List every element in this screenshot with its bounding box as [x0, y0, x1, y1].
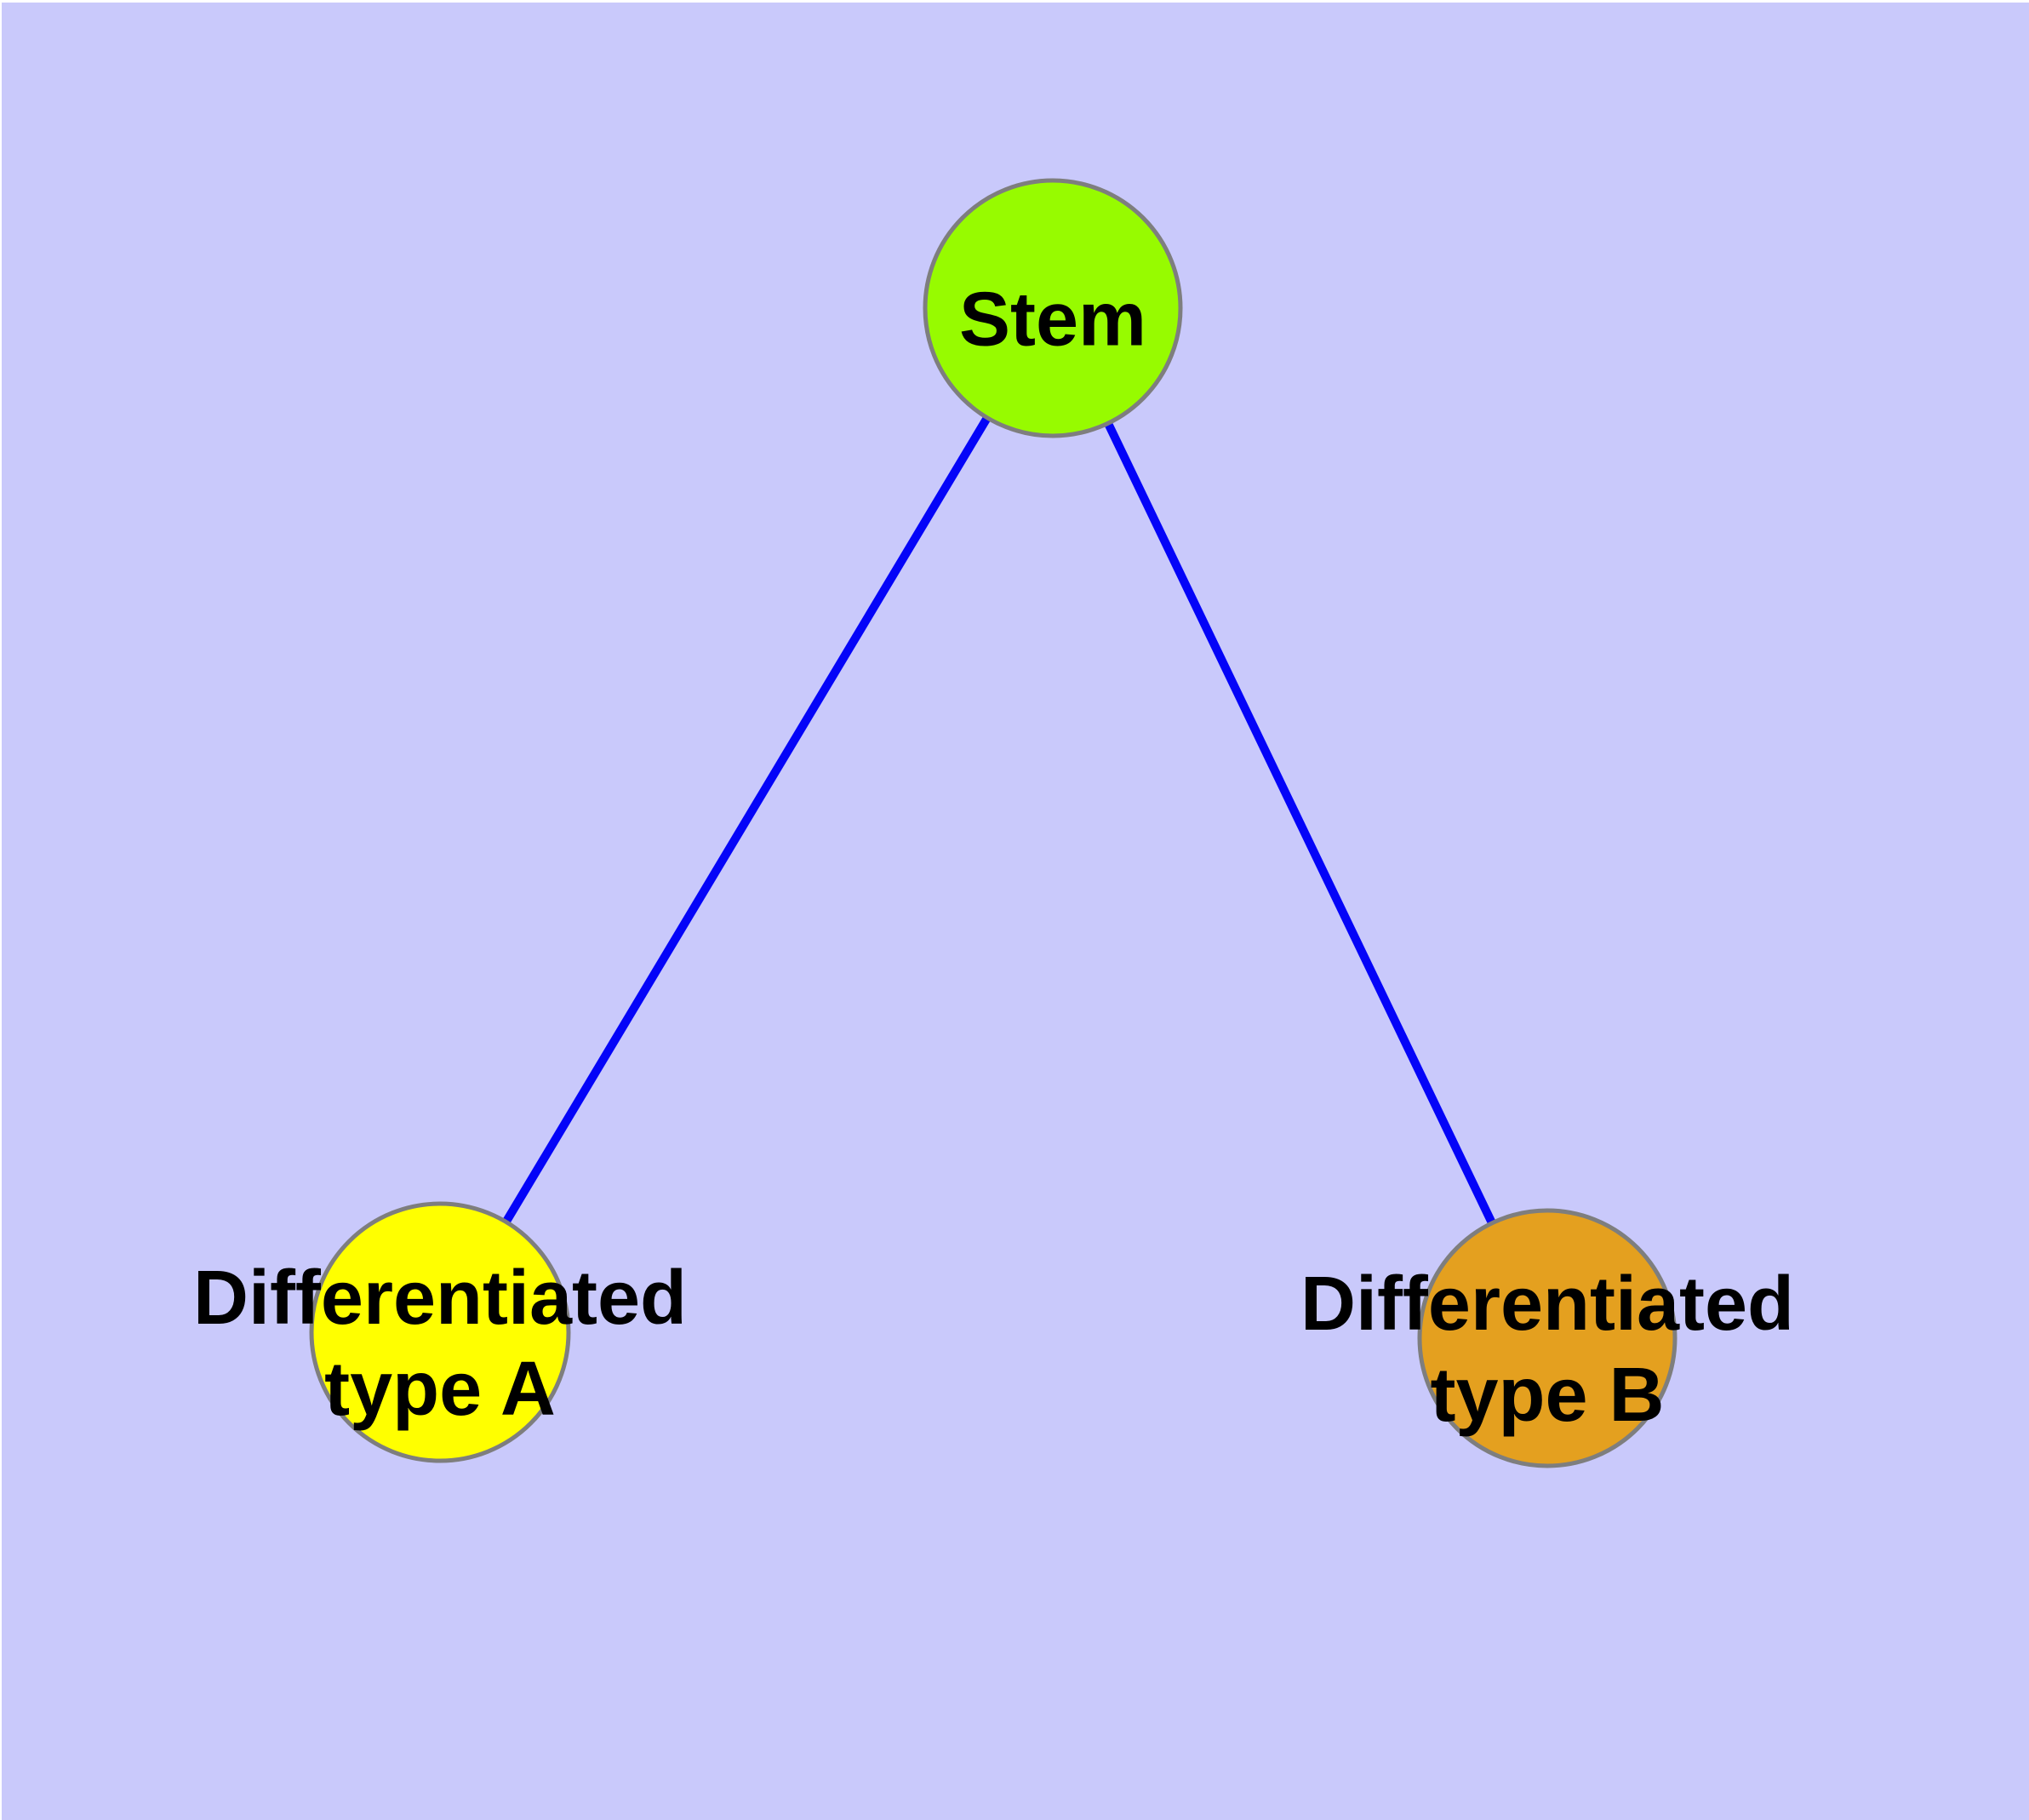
edges-layer: [436, 306, 1552, 1341]
stem-cell-node: Stem: [923, 178, 1183, 438]
differentiated-type-a-node-label-line-1: Differentiated: [193, 1256, 687, 1341]
differentiated-type-b-node-label-line-1: Differentiated: [1300, 1262, 1794, 1347]
stem-cell-node-label: Stem: [959, 278, 1146, 363]
differentiated-type-b-node-label-line-2: type B: [1430, 1353, 1664, 1438]
differentiated-type-a-node-label-line-2: type A: [324, 1347, 556, 1432]
differentiated-type-a-node-circle: [309, 1201, 571, 1463]
edge-stem-to-type-b: [1049, 306, 1552, 1341]
stem-cell-node-circle: [923, 178, 1183, 438]
differentiated-type-b-node-circle: [1417, 1208, 1677, 1468]
stem-cell-node-label-line-1: Stem: [959, 278, 1146, 363]
edge-stem-to-type-a: [436, 306, 1057, 1335]
